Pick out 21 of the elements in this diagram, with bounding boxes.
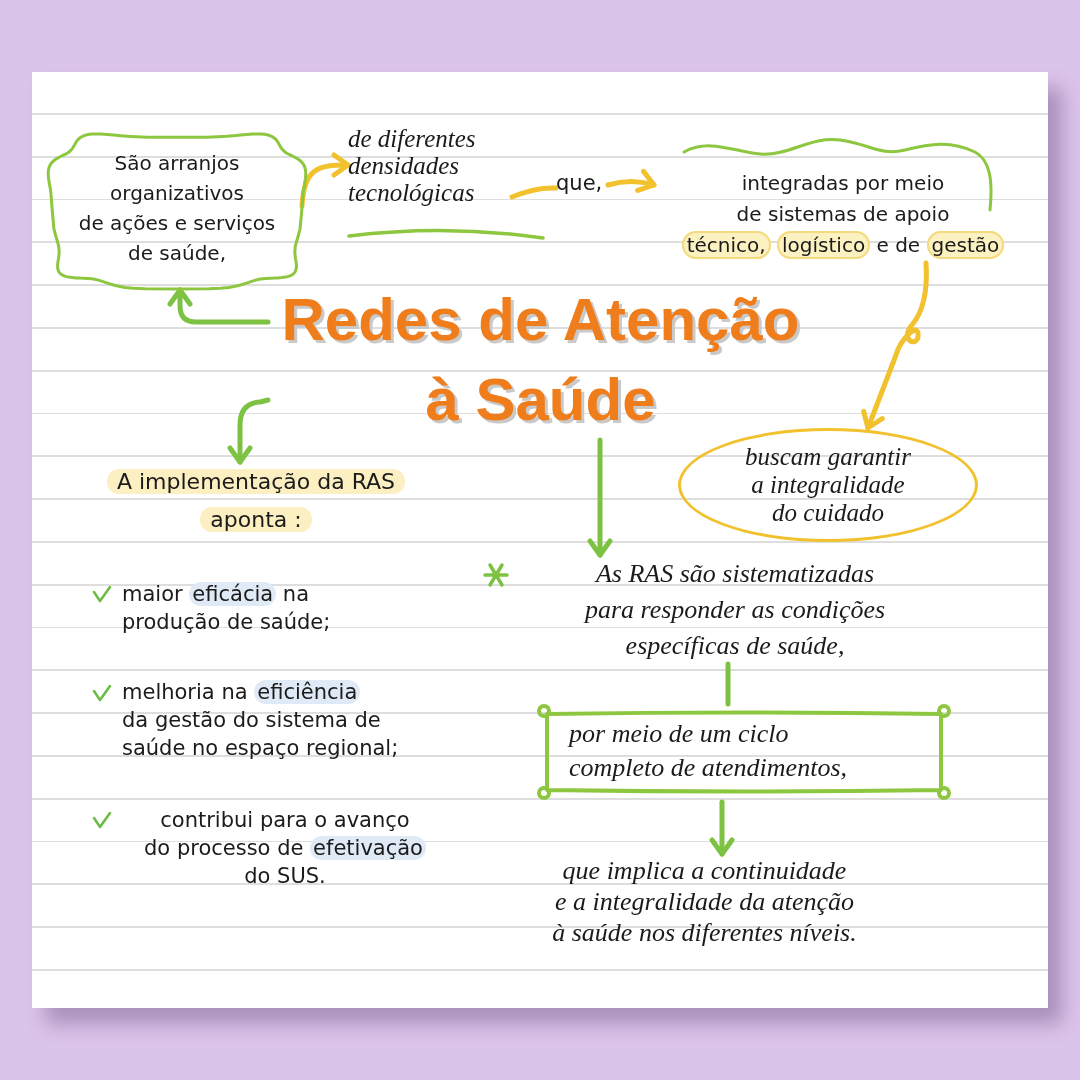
arrow — [709, 799, 735, 857]
note-text: As RAS são sistematizadas para responder as condições específicas de saúde, — [520, 556, 950, 664]
oval-note: buscam garantir a integralidade do cuidado — [678, 428, 978, 542]
connector-line — [509, 185, 559, 200]
connector-line — [725, 661, 731, 707]
arrow — [587, 437, 613, 558]
frame-box — [535, 702, 953, 802]
bullet-text: contribui para o avanço do processo de efetivação do SUS. — [116, 806, 454, 890]
note-text: que implica a continuidade e a integralidade da atenção à saúde nos diferentes níveis. — [482, 855, 927, 948]
arrow — [605, 169, 657, 194]
arrow — [227, 397, 271, 465]
bullet-text: melhoria na eficiência da gestão do sistema de saúde no espaço regional; — [122, 679, 400, 762]
arrow — [861, 260, 929, 431]
bullet-text: maior eficácia na produção de saúde; — [122, 581, 332, 636]
note-text: que, — [556, 168, 608, 198]
note-text: de diferentes densidades tecnológicas — [348, 125, 516, 206]
arrow — [167, 287, 271, 325]
note-text: integradas por meio de sistemas de apoio técnico, logístico e de gestão — [654, 168, 1032, 261]
frame-text: por meio de um ciclo completo de atendimentos, — [569, 718, 848, 784]
bubble-text: São arranjos organizativos de ações e serviços de saúde, — [77, 150, 277, 267]
arrow — [299, 152, 351, 209]
